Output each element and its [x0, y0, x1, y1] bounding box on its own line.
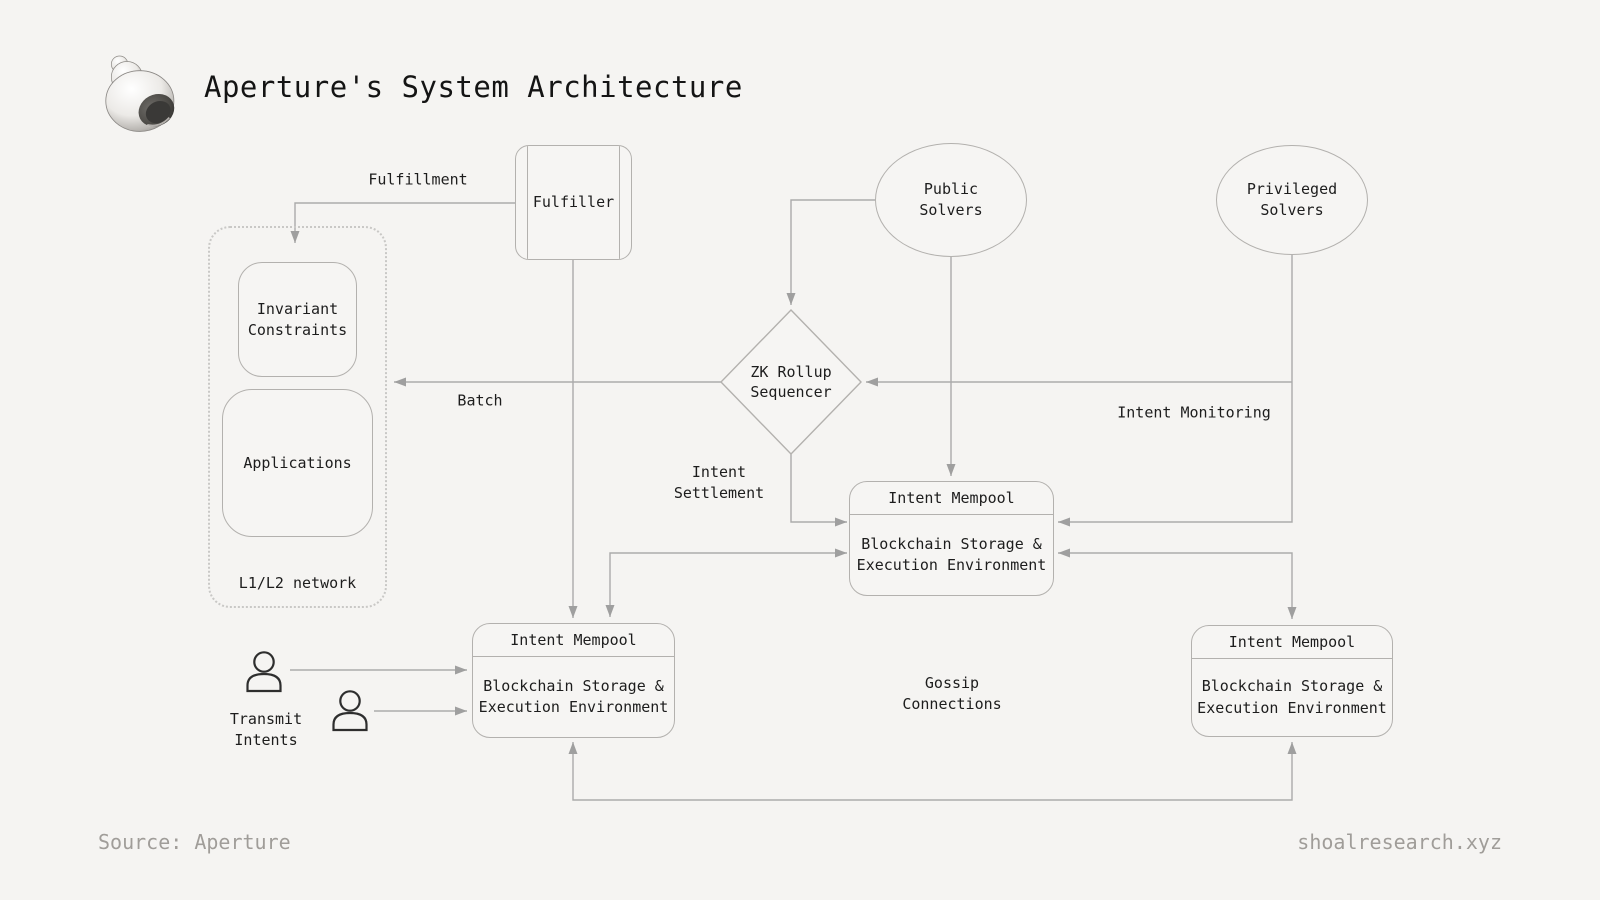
intent-mempool-center-body: Blockchain Storage & Execution Environme…	[856, 534, 1047, 575]
edge-gossip-left	[605, 548, 847, 617]
intent-mempool-left-title: Intent Mempool	[473, 624, 674, 657]
intent-monitoring-edge-label: Intent Monitoring	[1117, 403, 1271, 422]
edge-intent-settlement	[790, 454, 847, 527]
intent-mempool-right-title: Intent Mempool	[1192, 626, 1392, 659]
fulfiller-label: Fulfiller	[532, 193, 615, 211]
shell-icon	[105, 55, 175, 132]
applications-label: Applications	[243, 453, 352, 472]
sequencer-diamond-shape	[720, 308, 862, 456]
edge-public-to-sequencer	[786, 199, 875, 305]
page-title: Aperture's System Architecture	[204, 70, 743, 104]
user-icon	[332, 690, 368, 732]
user-icon	[246, 651, 282, 693]
intent-mempool-center-title: Intent Mempool	[850, 482, 1053, 515]
edge-privileged-to-center-mempool	[1058, 255, 1293, 527]
zk-rollup-sequencer-node: ZK Rollup Sequencer	[721, 352, 861, 412]
intent-mempool-right-node: Intent Mempool Blockchain Storage & Exec…	[1191, 625, 1393, 737]
applications-node: Applications	[222, 389, 373, 537]
invariant-constraints-node: Invariant Constraints	[238, 262, 357, 377]
fulfillment-edge-label: Fulfillment	[368, 170, 468, 189]
intent-mempool-left-node: Intent Mempool Blockchain Storage & Exec…	[472, 623, 675, 738]
website-credit: shoalresearch.xyz	[1297, 830, 1502, 854]
edge-gossip-bottom	[568, 742, 1297, 801]
transmit-intents-label: Transmit Intents	[229, 710, 303, 749]
public-solvers-node: Public Solvers	[875, 143, 1027, 257]
source-attribution: Source: Aperture	[98, 830, 291, 854]
privileged-solvers-label: Privileged Solvers	[1246, 180, 1338, 219]
edge-gossip-right	[1058, 548, 1297, 619]
edge-fulfillment	[290, 202, 515, 243]
public-solvers-label: Public Solvers	[919, 180, 983, 219]
invariant-constraints-label: Invariant Constraints	[247, 299, 348, 339]
fulfiller-node: Fulfiller	[515, 145, 632, 260]
intent-mempool-left-body: Blockchain Storage & Execution Environme…	[478, 676, 669, 717]
batch-edge-label: Batch	[457, 391, 503, 410]
intent-mempool-center-node: Intent Mempool Blockchain Storage & Exec…	[849, 481, 1054, 596]
gossip-connections-label: Gossip Connections	[902, 674, 1002, 713]
intent-mempool-right-body: Blockchain Storage & Execution Environme…	[1197, 677, 1387, 717]
privileged-solvers-node: Privileged Solvers	[1216, 145, 1368, 255]
l1l2-network-group: L1/L2 network	[208, 226, 387, 608]
l1l2-network-caption: L1/L2 network	[238, 574, 357, 592]
intent-settlement-edge-label: Intent Settlement	[673, 463, 765, 502]
zk-rollup-sequencer-label: ZK Rollup Sequencer	[750, 363, 832, 401]
